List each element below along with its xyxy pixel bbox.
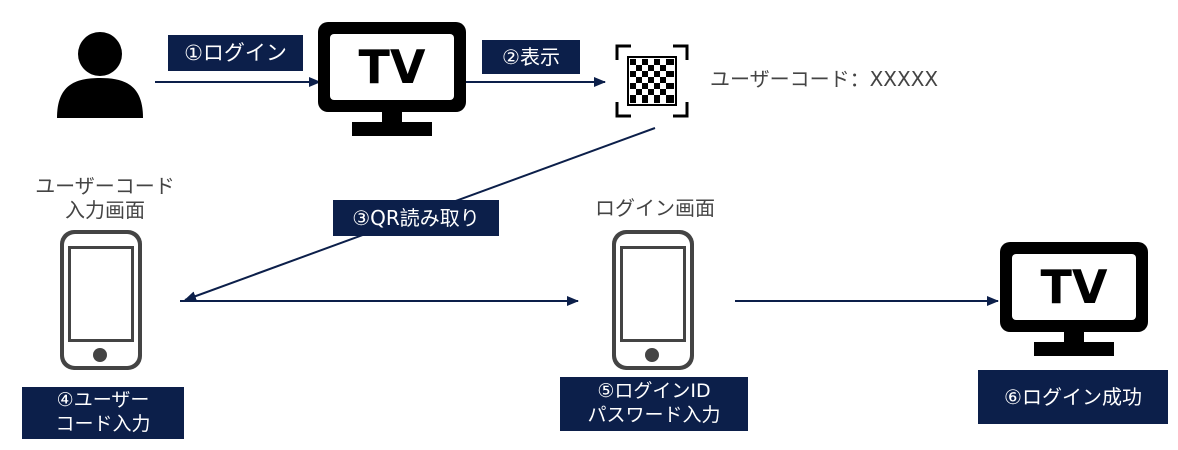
user-icon [57,32,143,118]
step5-label: ⑤ログインID パスワード入力 [560,377,748,431]
phone-icon-login [612,230,694,370]
tv-icon-success: TV [1000,242,1148,358]
qr-code-icon [615,44,689,118]
step4-line1: ④ユーザー [56,389,150,412]
user-code-screen-line2: 入力画面 [65,198,145,222]
step1-label: ①ログイン [168,35,303,71]
step5-line2: パスワード入力 [587,404,721,426]
user-code-text: ユーザーコード：XXXXX [710,67,939,91]
step4-label: ④ユーザー コード入力 [22,387,184,439]
step6-label: ⑥ログイン成功 [978,370,1168,424]
step2-label: ②表示 [482,40,580,74]
user-code-screen-caption: ユーザーコード 入力画面 [15,174,195,222]
tv-icon: TV [318,22,466,138]
step3-label: ③QR読み取り [333,200,499,236]
tv-label: TV [358,40,426,94]
step4-line2: コード入力 [55,413,151,435]
login-screen-caption: ログイン画面 [595,196,715,220]
user-code-screen-line1: ユーザーコード [35,174,175,198]
phone-icon-user-code [60,230,142,370]
step5-line1: ⑤ログインID [597,380,711,403]
tv-label-success: TV [1040,260,1108,314]
